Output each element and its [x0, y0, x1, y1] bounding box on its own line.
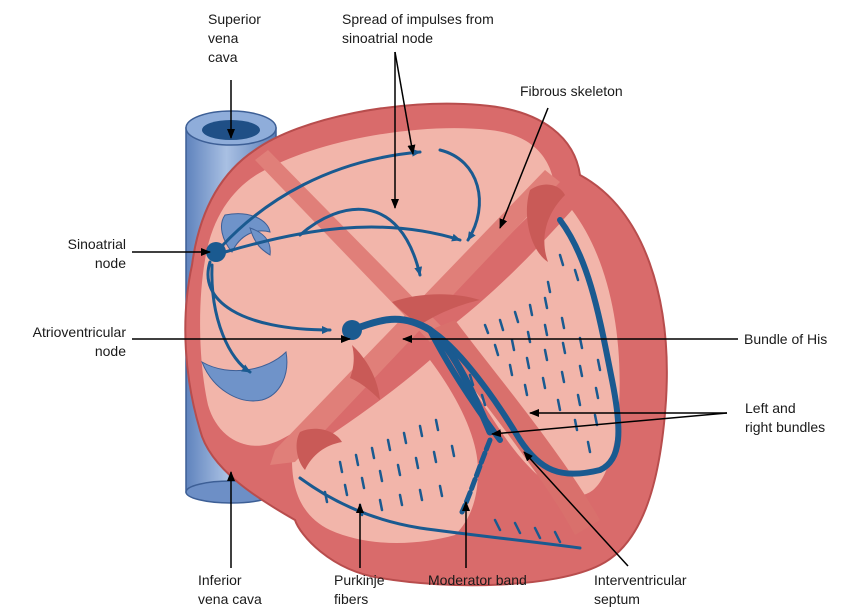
atrioventricular-node-label: Atrioventricular node [6, 323, 126, 361]
purkinje-fibers-label: Purkinje fibers [334, 571, 385, 609]
bundle-of-his-label: Bundle of His [744, 330, 827, 349]
spread-of-impulses-label: Spread of impulses from sinoatrial node [342, 10, 494, 48]
fibrous-skeleton-label: Fibrous skeleton [520, 82, 623, 101]
inferior-vena-cava-label: Inferior vena cava [198, 571, 262, 609]
interventricular-septum-label: Interventricular septum [594, 571, 687, 609]
superior-vena-cava-label: Superior vena cava [208, 10, 261, 67]
left-right-bundles-label: Left and right bundles [745, 399, 825, 437]
moderator-band-label: Moderator band [428, 571, 527, 590]
sinoatrial-node-label: Sinoatrial node [20, 235, 126, 273]
